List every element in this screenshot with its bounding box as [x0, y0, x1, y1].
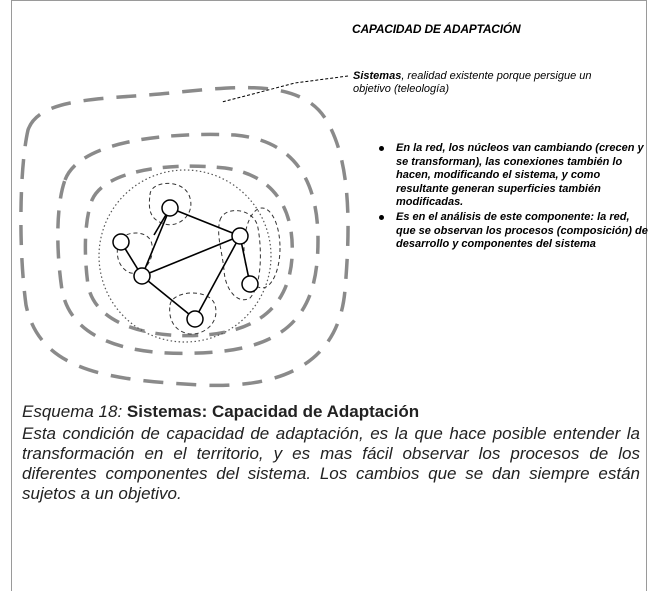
diagram-heading: CAPACIDAD DE ADAPTACIÓN: [352, 22, 521, 36]
middle-boundary: [56, 132, 320, 356]
bullet-item: En la red, los núcleos van cambiando (cr…: [379, 142, 650, 210]
node-loop: [169, 292, 217, 335]
sistemas-label: Sistemas, realidad existente porque pers…: [353, 70, 603, 96]
label-connector: [221, 75, 349, 103]
page-top-border: [11, 0, 647, 1]
bullet-text: Es en el análisis de este componente: la…: [396, 210, 648, 251]
bullet-text: En la red, los núcleos van cambiando (cr…: [396, 142, 644, 209]
caption-title: Esquema 18: Sistemas: Capacidad de Adapt…: [22, 402, 640, 422]
node-loop: [116, 232, 153, 274]
page-frame: [11, 0, 647, 591]
node: [231, 227, 249, 245]
inner-boundary: [83, 164, 295, 338]
node: [186, 310, 204, 328]
dotted-circle: [98, 169, 272, 343]
node-loop: [148, 182, 192, 226]
node-loop: [243, 207, 281, 289]
node: [133, 267, 151, 285]
caption-body: Esta condición de capacidad de adaptació…: [22, 424, 640, 503]
caption-label: Esquema 18:: [22, 402, 127, 421]
bullet-list: En la red, los núcleos van cambiando (cr…: [379, 142, 650, 253]
node-loop: [218, 210, 261, 301]
sistemas-term: Sistemas: [353, 70, 402, 82]
bullet-dot-icon: [379, 214, 384, 220]
node: [112, 233, 130, 251]
node: [241, 275, 259, 293]
network-links: [120, 207, 251, 320]
bullet-item: Es en el análisis de este componente: la…: [379, 210, 650, 252]
network-nodes: [112, 199, 259, 328]
sistemas-text: , realidad existente porque persigue un …: [353, 70, 592, 95]
node: [161, 199, 179, 217]
adaptation-diagram: [19, 75, 350, 388]
figure-caption: Esquema 18: Sistemas: Capacidad de Adapt…: [22, 402, 640, 504]
caption-title-text: Sistemas: Capacidad de Adaptación: [126, 402, 420, 421]
outer-boundary: [19, 85, 350, 388]
bullet-dot-icon: [379, 146, 384, 151]
